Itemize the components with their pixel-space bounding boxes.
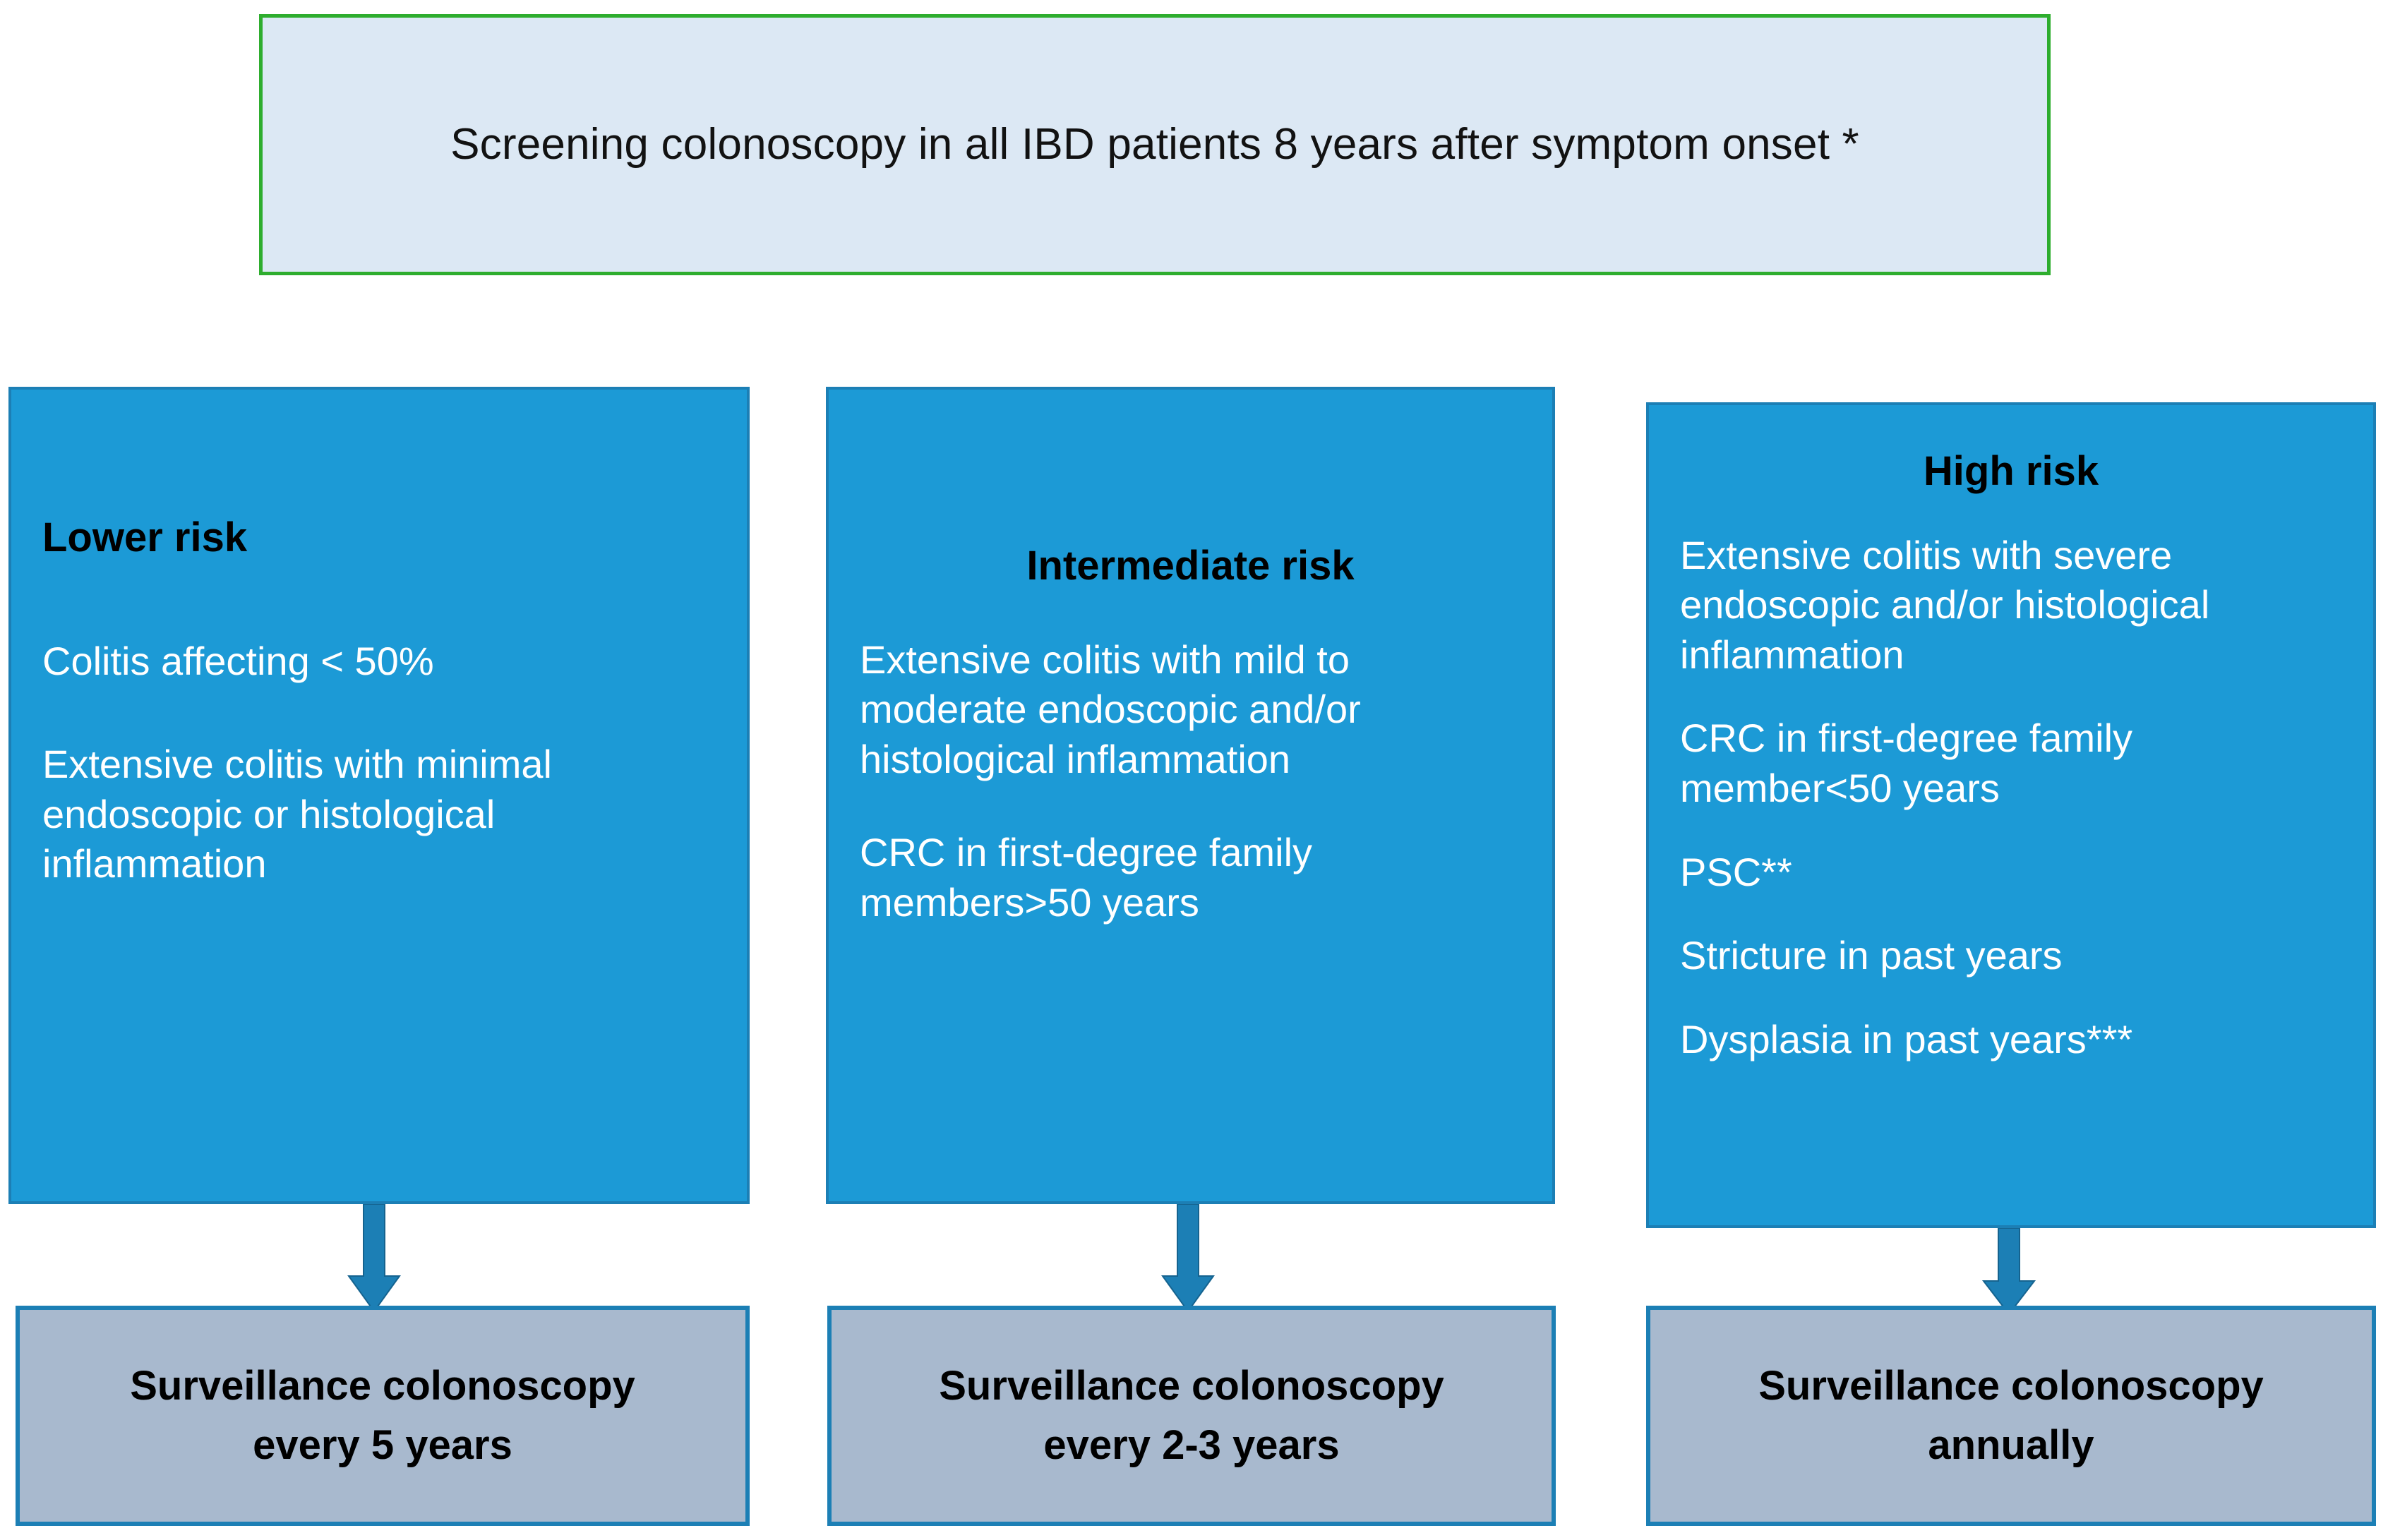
outcome-high-line2: annually	[1928, 1422, 2094, 1468]
arrow-high	[1981, 1227, 2037, 1341]
screening-text: Screening colonoscopy in all IBD patient…	[450, 120, 1859, 169]
risk-box-intermediate: Intermediate risk Extensive colitis with…	[826, 387, 1555, 1204]
outcome-intermediate-line1: Surveillance colonoscopy	[939, 1362, 1444, 1409]
risk-item-high-1: Extensive colitis with severe endoscopic…	[1680, 532, 2210, 677]
risk-box-lower: Lower risk Colitis affecting < 50% Exten…	[8, 387, 750, 1204]
risk-title-high: High risk	[1923, 448, 2099, 494]
risk-title-lower: Lower risk	[42, 515, 248, 560]
arrow-intermediate	[1160, 1203, 1216, 1317]
risk-item-high-3: PSC**	[1680, 849, 1792, 894]
outcome-box-intermediate: Surveillance colonoscopy every 2-3 years	[827, 1306, 1556, 1526]
outcome-lower-line1: Surveillance colonoscopy	[130, 1362, 635, 1409]
screening-box: Screening colonoscopy in all IBD patient…	[259, 14, 2051, 275]
risk-item-intermediate-1: Extensive colitis with mild to moderate …	[860, 637, 1361, 781]
outcome-intermediate-line2: every 2-3 years	[1043, 1422, 1340, 1468]
risk-item-lower-2: Extensive colitis with minimal endoscopi…	[42, 742, 552, 886]
risk-item-high-5: Dysplasia in past years***	[1680, 1016, 2133, 1061]
arrow-lower	[346, 1203, 402, 1317]
risk-box-high: High risk Extensive colitis with severe …	[1646, 402, 2376, 1228]
outcome-lower-line2: every 5 years	[253, 1422, 512, 1468]
outcome-box-lower: Surveillance colonoscopy every 5 years	[16, 1306, 750, 1526]
outcome-high-line1: Surveillance colonoscopy	[1758, 1362, 2264, 1409]
risk-title-intermediate: Intermediate risk	[1026, 543, 1355, 589]
risk-item-high-4: Stricture in past years	[1680, 933, 2063, 978]
risk-item-intermediate-2: CRC in first-degree family members>50 ye…	[860, 830, 1313, 925]
risk-item-high-2: CRC in first-degree family member<50 yea…	[1680, 716, 2133, 810]
risk-item-lower-1: Colitis affecting < 50%	[42, 638, 434, 683]
outcome-box-high: Surveillance colonoscopy annually	[1646, 1306, 2376, 1526]
